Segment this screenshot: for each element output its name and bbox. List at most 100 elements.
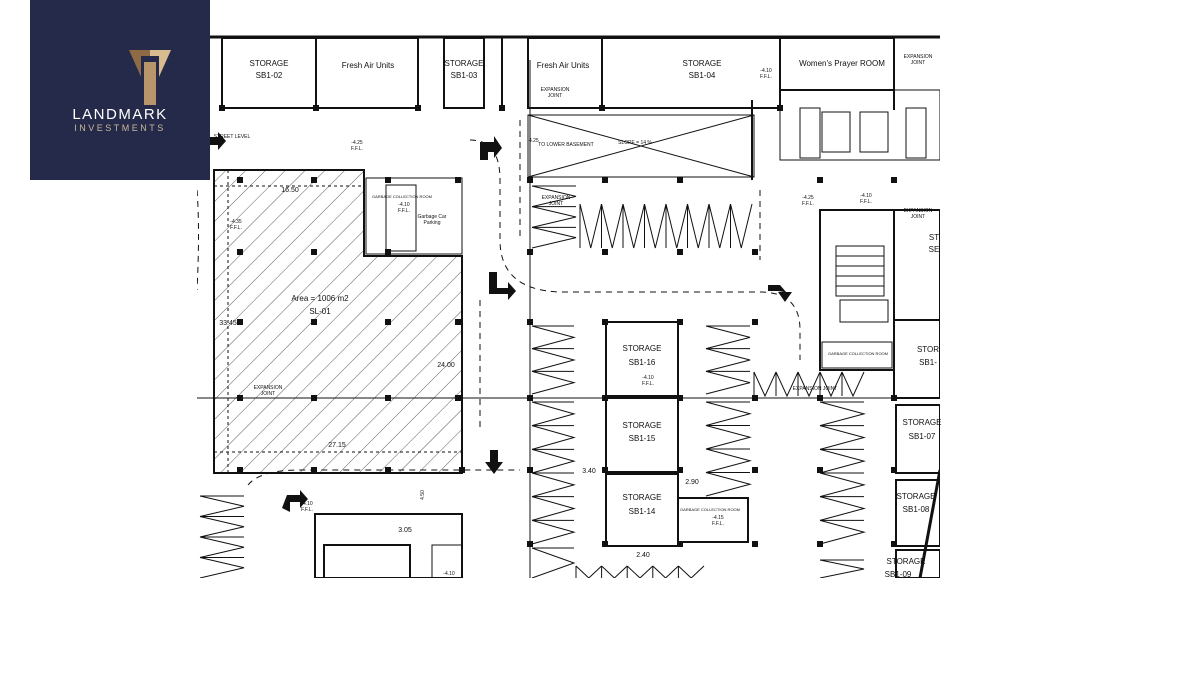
structural-column (602, 467, 608, 473)
structural-column (385, 177, 391, 183)
room-label: STORAGE (683, 59, 722, 68)
level-mark: -4.10 (443, 571, 455, 577)
storage-code: SB1-08 (903, 505, 930, 514)
parking-stall (708, 203, 731, 249)
structural-columns (219, 105, 897, 547)
storage-label: ST (929, 233, 939, 242)
right-storage-block (893, 209, 940, 578)
dimension: 27.15 (328, 442, 346, 449)
room-code: SB1-04 (689, 71, 716, 80)
storage-label: STORAGE (897, 492, 936, 501)
parking-stall (687, 203, 710, 249)
parking-bays (199, 185, 866, 578)
structural-column (455, 177, 461, 183)
storage-label: STORAGE (623, 344, 662, 353)
note: JOINT (549, 201, 563, 207)
storage-code: SB1- (919, 358, 937, 367)
dimension: 16.50 (281, 187, 299, 194)
parking-stall (677, 565, 705, 578)
level-note: F.F.L. (860, 199, 872, 205)
storage-code: SB1-14 (629, 507, 656, 516)
parking-stall (705, 325, 751, 350)
parking-stall (705, 448, 752, 473)
room-label: STORAGE (250, 59, 289, 68)
parking-stall (531, 370, 576, 395)
structural-column (817, 177, 823, 183)
stair-core (819, 209, 895, 371)
parking-stall (601, 565, 628, 578)
landmark-logo-icon (129, 50, 171, 105)
parking-stall (199, 536, 245, 558)
structural-column (752, 395, 758, 401)
parking-stall (531, 425, 576, 450)
parking-stall (531, 401, 576, 427)
room-label: Women's Prayer ROOM (799, 59, 885, 68)
structural-column (677, 467, 683, 473)
structural-column (817, 395, 823, 401)
note: JOINT (261, 391, 275, 397)
note: Garbage Car (418, 214, 447, 220)
structural-column (677, 249, 683, 255)
structural-column (415, 105, 421, 111)
ramp (527, 114, 755, 178)
shop-area: Area = 1006 m2 (291, 294, 349, 303)
level-note: F.F.L. (760, 74, 772, 80)
storage-label: STOR (917, 345, 939, 354)
structural-column (237, 319, 243, 325)
structural-column (385, 467, 391, 473)
note: EXPANSION (904, 208, 933, 214)
parking-stall (819, 519, 866, 545)
note: Parking (424, 220, 441, 226)
room-label: Fresh Air Units (537, 61, 589, 70)
structural-column (527, 541, 533, 547)
traffic-arrows (205, 132, 792, 512)
structural-column (311, 319, 317, 325)
structural-column (752, 541, 758, 547)
parking-stall (797, 371, 821, 398)
structural-column (891, 395, 897, 401)
parking-stall (531, 185, 577, 208)
level-mark: -4.10 (301, 501, 313, 507)
structural-column (237, 177, 243, 183)
structural-column (602, 177, 608, 183)
garbage-car-parking (365, 177, 463, 255)
room-label: STORAGE (445, 59, 484, 68)
structural-column (385, 319, 391, 325)
parking-stall (819, 472, 866, 498)
parking-stall (531, 325, 576, 350)
drive-lane (197, 120, 801, 486)
parking-stall (626, 565, 654, 578)
level-note: F.F.L. (301, 507, 313, 513)
parking-stall (199, 557, 245, 578)
structural-column (311, 467, 317, 473)
structural-column (237, 467, 243, 473)
note: EXPANSION (904, 54, 933, 60)
parking-stall (819, 559, 865, 578)
parking-stall (601, 203, 624, 249)
parking-stall (531, 348, 576, 372)
level-mark: -4.25 (351, 140, 363, 146)
storage-code: SE (929, 245, 940, 254)
level-note: F.F.L. (351, 146, 363, 152)
level-note: F.F.L. (398, 208, 410, 214)
parking-stall (705, 370, 751, 395)
parking-stall (622, 203, 645, 249)
room-code: SB1-03 (451, 71, 478, 80)
structural-column (752, 467, 758, 473)
structural-column (527, 319, 533, 325)
structural-column (752, 249, 758, 255)
parking-stall (652, 565, 679, 578)
level-note: F.F.L. (802, 201, 814, 207)
parking-stall (705, 472, 752, 497)
note: TO LOWER BASEMENT (538, 142, 593, 148)
parking-stall (819, 401, 866, 427)
parking-stall (705, 348, 751, 372)
level-mark: -4.15 (712, 515, 724, 521)
level-mark: -4.35 (230, 219, 242, 225)
note: GARBAGE COLLECTION ROOM (828, 351, 888, 356)
level-note: F.F.L. (642, 381, 654, 387)
brand-logo-panel: LANDMARK INVESTMENTS (30, 0, 210, 180)
structural-column (311, 395, 317, 401)
structural-column (219, 105, 225, 111)
